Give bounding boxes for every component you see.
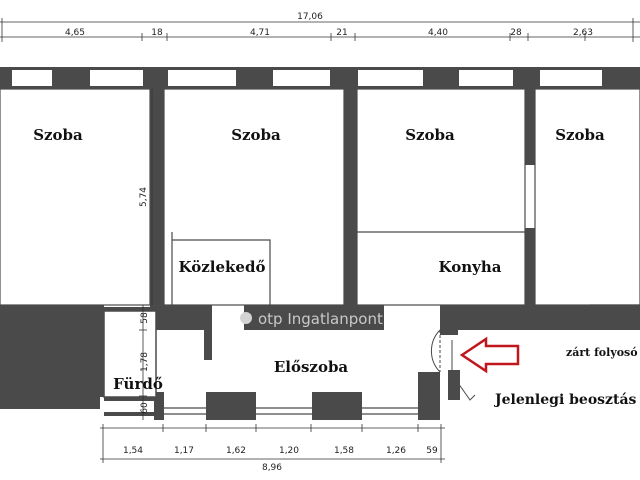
zart-folyoso-label: zárt folyosó [566, 346, 638, 359]
room-label-kozlekedo: Közlekedő [179, 258, 266, 276]
dim-bottom-seg-2: 1,17 [174, 446, 194, 456]
dim-top-seg-5: 4,40 [428, 28, 448, 38]
dim-top-seg-4: 21 [336, 28, 347, 38]
dim-top-seg-2: 18 [151, 28, 163, 38]
dim-top-seg-6: 28 [510, 28, 522, 38]
bathroom-outline [103, 310, 157, 398]
room-label-szoba-3: Szoba [405, 126, 455, 144]
room-label-furdo: Fürdő [113, 375, 163, 393]
watermark-text: otp Ingatlanpont [258, 310, 383, 328]
room-outlines [0, 88, 640, 415]
left-wall-block [0, 309, 100, 409]
dim-left-seg-3: 60 [140, 402, 150, 414]
jelenlegi-beosztas-label: Jelenlegi beosztás [493, 392, 637, 408]
vertical-dimension-lines [139, 89, 153, 420]
room-label-szoba-4: Szoba [555, 126, 605, 144]
dim-bottom-total: 8,96 [262, 463, 282, 473]
dim-top-seg-1: 4,65 [65, 28, 85, 38]
dim-top-seg-7: 2,63 [573, 28, 593, 38]
bottom-dimension-lines [100, 424, 445, 463]
dim-bottom-seg-1: 1,54 [123, 446, 143, 456]
dim-vertical-room: 5,74 [139, 187, 149, 207]
dim-bottom-seg-3: 1,62 [226, 446, 246, 456]
room-label-szoba-1: Szoba [33, 126, 83, 144]
dim-left-seg-2: 1,78 [140, 352, 150, 372]
dim-bottom-seg-4: 1,20 [279, 446, 299, 456]
room-label-eloszoba: Előszoba [274, 358, 349, 376]
room-label-konyha: Konyha [439, 258, 502, 276]
dim-top-seg-3: 4,71 [250, 28, 270, 38]
dim-bottom-seg-7: 59 [426, 446, 438, 456]
room-label-szoba-2: Szoba [231, 126, 281, 144]
door-swing [430, 329, 476, 401]
watermark: otp Ingatlanpont [240, 310, 383, 328]
dim-bottom-seg-6: 1,26 [386, 446, 406, 456]
top-dimension-lines [0, 18, 640, 42]
dim-left-seg-1: 58 [140, 312, 150, 324]
dim-bottom-seg-5: 1,58 [334, 446, 354, 456]
red-arrow [459, 336, 520, 374]
dim-top-total: 17,06 [297, 12, 323, 22]
